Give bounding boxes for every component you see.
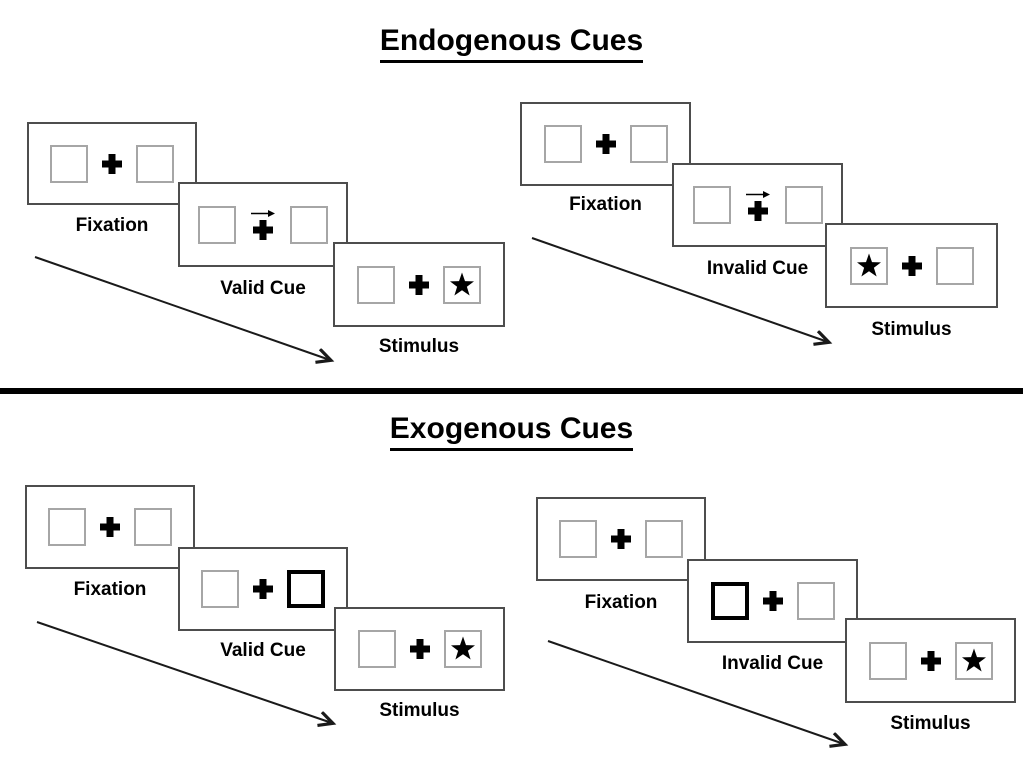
exogenous-invalid-stimulus-panel bbox=[845, 618, 1016, 703]
right-box bbox=[134, 508, 172, 546]
left-box-highlight-cue bbox=[710, 582, 749, 620]
fixation-cross-icon bbox=[920, 650, 941, 671]
right-box bbox=[443, 630, 482, 668]
section-divider bbox=[0, 388, 1023, 394]
panel-label: Stimulus bbox=[871, 319, 952, 340]
panel-label: Fixation bbox=[569, 194, 642, 215]
star-icon bbox=[450, 272, 474, 295]
endogenous-valid-fixation-panel bbox=[27, 122, 197, 205]
fixation-cross-icon bbox=[409, 639, 430, 659]
panel-label: Valid Cue bbox=[220, 278, 306, 299]
panel-label: Fixation bbox=[73, 579, 147, 600]
star-icon bbox=[856, 253, 881, 276]
left-box bbox=[849, 246, 888, 285]
right-box bbox=[136, 144, 174, 183]
exogenous-title-text: Exogenous Cues bbox=[389, 412, 634, 451]
left-box bbox=[559, 520, 597, 558]
panel-label: Stimulus bbox=[890, 713, 971, 734]
left-box bbox=[357, 265, 395, 304]
fixation-cross-icon bbox=[253, 220, 273, 240]
cue-arrow-right-icon bbox=[745, 190, 770, 198]
endogenous-title-text: Endogenous Cues bbox=[379, 24, 644, 63]
fixation-cross-icon bbox=[595, 134, 616, 154]
right-box bbox=[629, 125, 668, 163]
panel-label: Fixation bbox=[75, 215, 149, 236]
left-box bbox=[357, 630, 396, 668]
fixation-cross-icon bbox=[409, 274, 429, 295]
exogenous-section-title: Exogenous Cues bbox=[0, 412, 1023, 451]
star-icon bbox=[450, 636, 475, 660]
endogenous-section-title: Endogenous Cues bbox=[0, 24, 1023, 63]
endogenous-invalid-fixation-panel bbox=[520, 102, 691, 186]
cue-arrow-right-icon bbox=[251, 210, 275, 217]
endogenous-invalid-cue-panel bbox=[672, 163, 843, 247]
panel-label: Stimulus bbox=[378, 336, 460, 357]
fixation-cross-icon bbox=[611, 529, 631, 549]
left-box bbox=[868, 641, 907, 680]
star-icon bbox=[961, 648, 986, 671]
panel-label: Valid Cue bbox=[220, 640, 306, 661]
fixation-cross-icon bbox=[901, 255, 922, 276]
left-box bbox=[692, 186, 731, 224]
panel-label: Invalid Cue bbox=[721, 653, 824, 674]
exogenous-valid-cue-panel bbox=[178, 547, 348, 631]
right-box bbox=[935, 246, 974, 285]
panel-label: Invalid Cue bbox=[706, 258, 809, 279]
left-box bbox=[198, 205, 236, 244]
right-box bbox=[443, 265, 481, 304]
exogenous-invalid-cue-panel bbox=[687, 559, 858, 643]
right-box bbox=[290, 205, 328, 244]
timeline-arrow-icon bbox=[531, 237, 837, 348]
right-box bbox=[954, 641, 993, 680]
panel-label: Fixation bbox=[584, 592, 658, 613]
fixation-cross-icon bbox=[253, 579, 273, 599]
left-box bbox=[48, 508, 86, 546]
fixation-cross-icon bbox=[100, 517, 120, 537]
left-box bbox=[50, 144, 88, 183]
endogenous-valid-cue-panel bbox=[178, 182, 348, 267]
exogenous-invalid-fixation-panel bbox=[536, 497, 706, 581]
endogenous-valid-stimulus-panel bbox=[333, 242, 505, 327]
cue-center bbox=[250, 209, 276, 240]
timeline-arrow-icon bbox=[547, 640, 855, 750]
left-box bbox=[201, 570, 239, 608]
exogenous-valid-fixation-panel bbox=[25, 485, 195, 569]
timeline-arrow-icon bbox=[34, 256, 340, 370]
endogenous-invalid-stimulus-panel bbox=[825, 223, 998, 308]
right-box bbox=[784, 186, 823, 224]
right-box bbox=[645, 520, 683, 558]
fixation-cross-icon bbox=[747, 200, 768, 221]
timeline-arrow-icon bbox=[36, 621, 342, 729]
right-box bbox=[796, 582, 835, 620]
cue-center bbox=[745, 190, 771, 221]
fixation-cross-icon bbox=[102, 153, 122, 174]
left-box bbox=[543, 125, 582, 163]
panel-label: Stimulus bbox=[379, 700, 460, 721]
exogenous-valid-stimulus-panel bbox=[334, 607, 505, 691]
fixation-cross-icon bbox=[762, 591, 783, 611]
right-box-highlight-cue bbox=[287, 570, 325, 608]
